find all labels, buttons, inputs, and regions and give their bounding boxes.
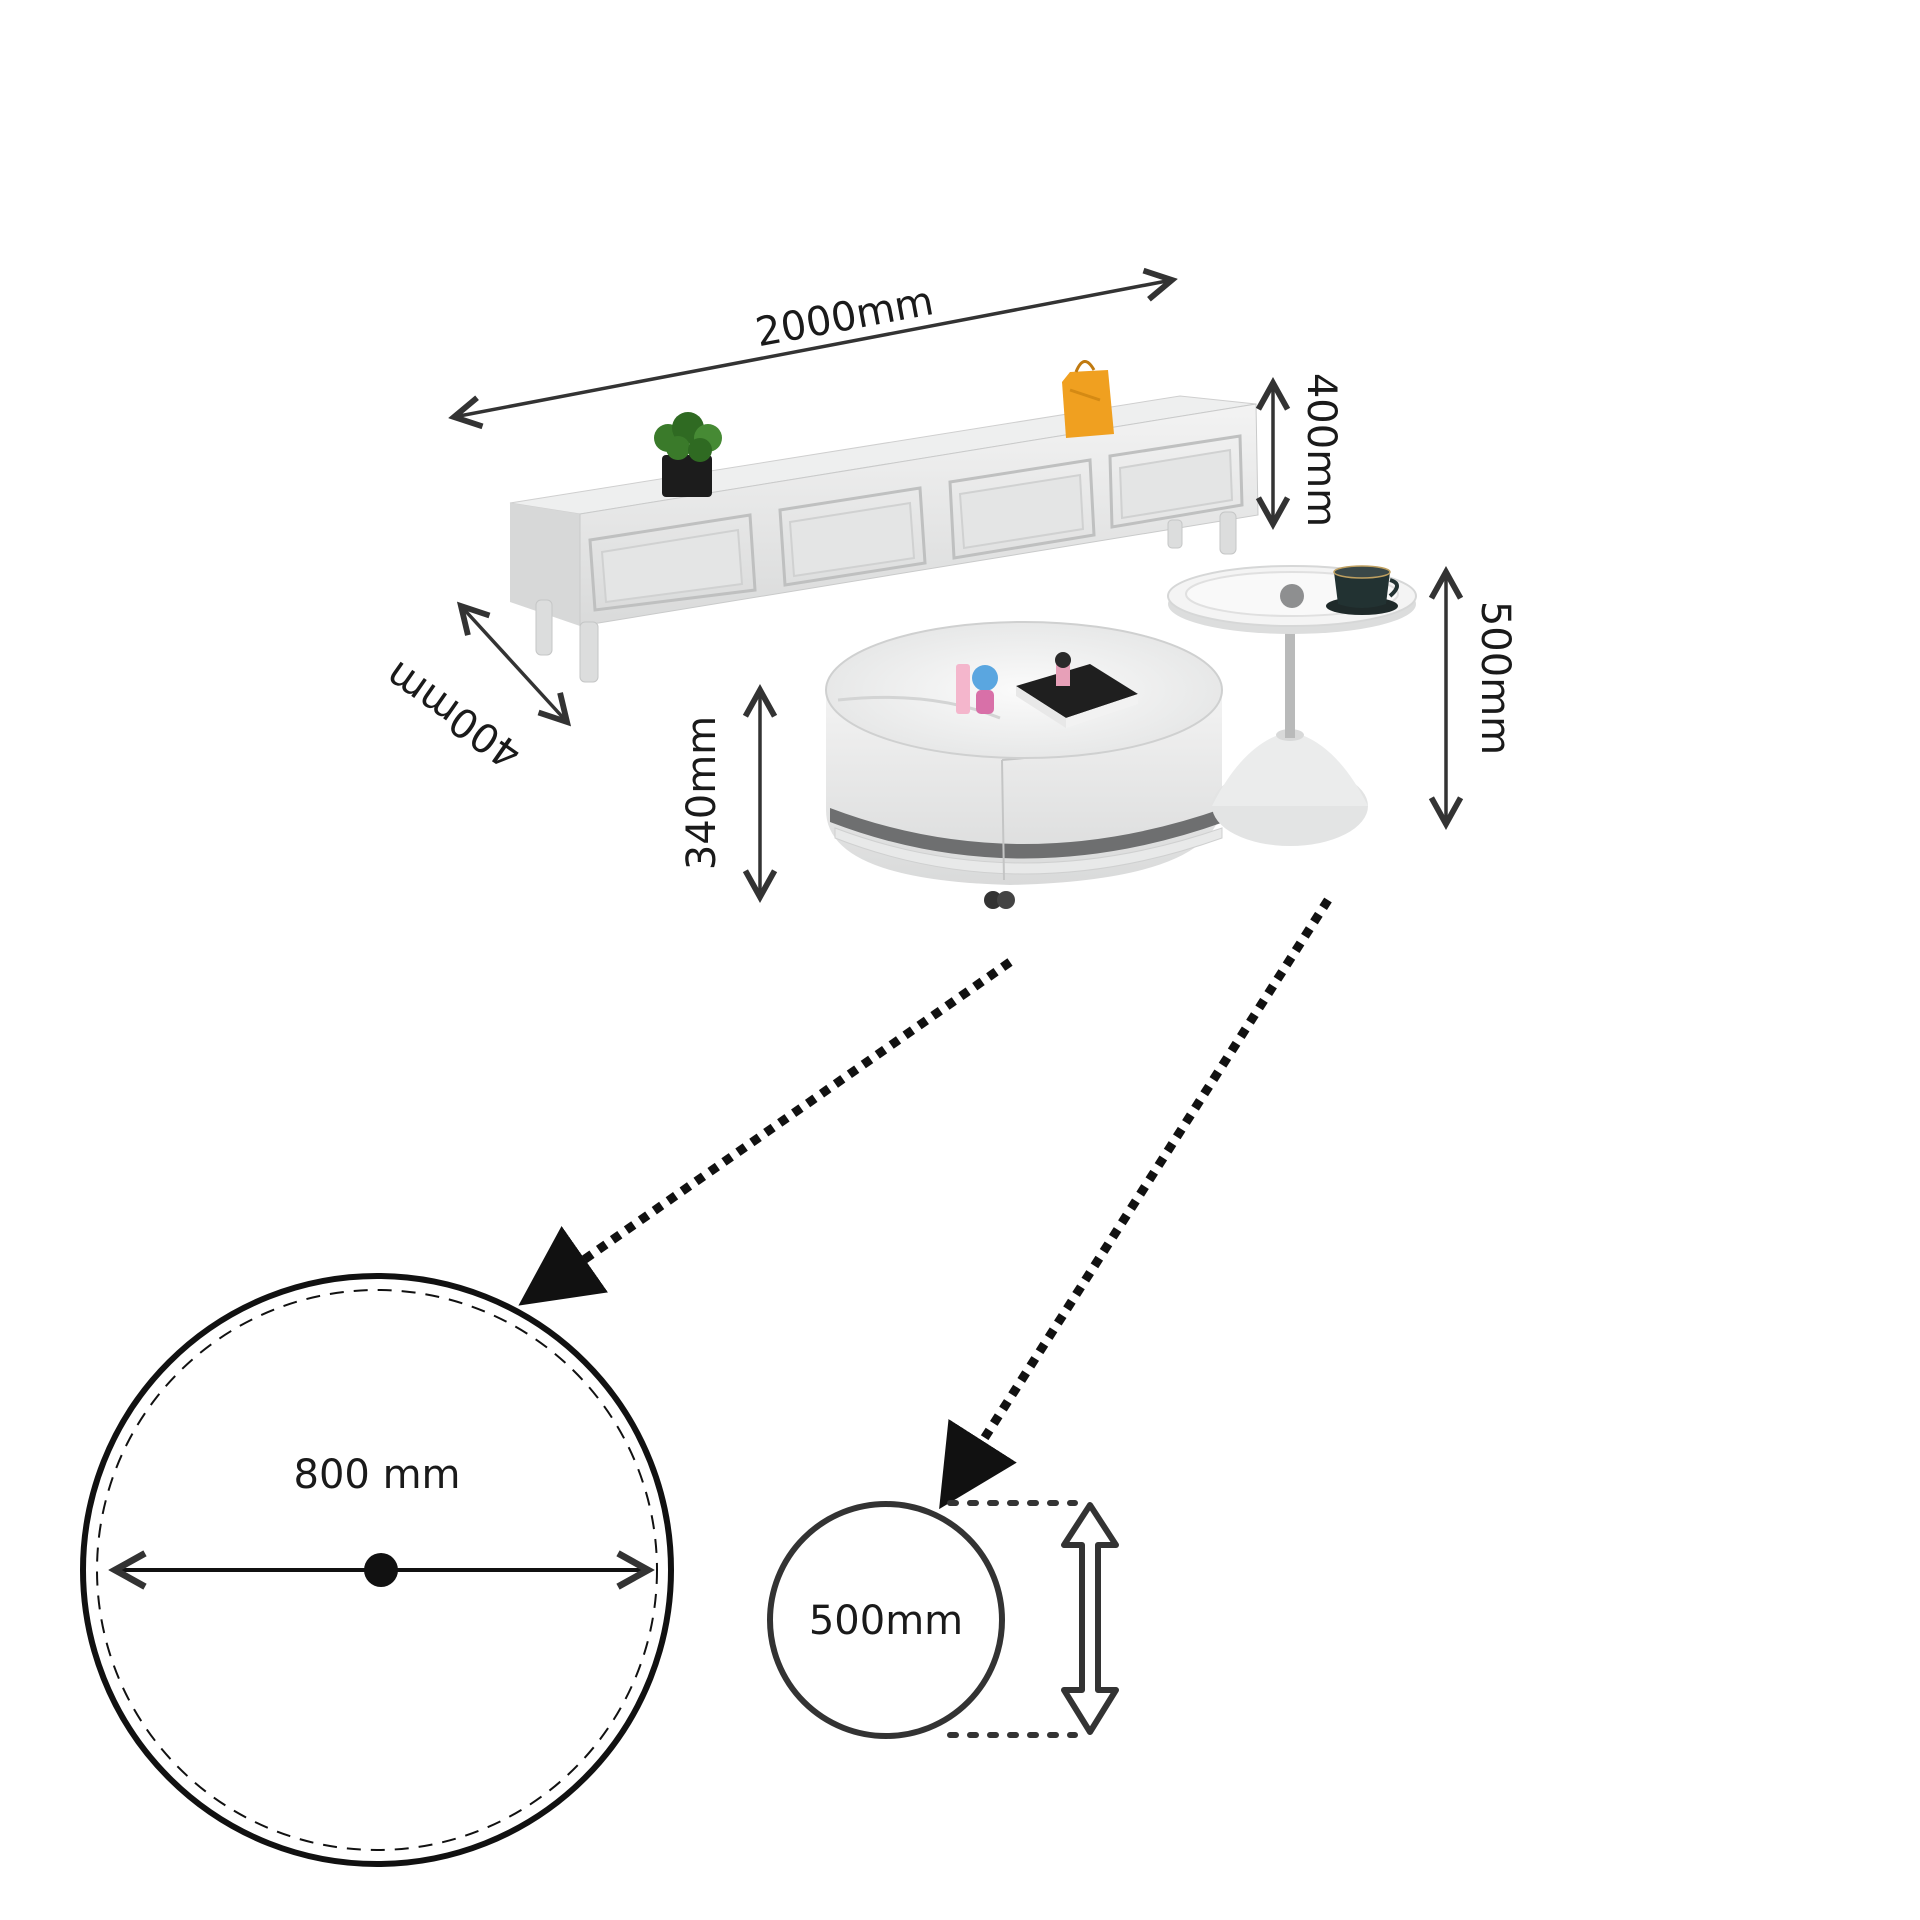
pointer-arrows bbox=[518, 897, 1332, 1510]
figurine-icon bbox=[956, 664, 998, 714]
side-table-diameter-arrow bbox=[1061, 1502, 1119, 1735]
book-icon bbox=[1016, 652, 1138, 728]
side-table bbox=[1167, 565, 1417, 846]
side-table-top-view bbox=[767, 1500, 1119, 1739]
coffee-table-diameter-label: 800 mm bbox=[294, 1452, 461, 1498]
coffee-cup-icon bbox=[1326, 565, 1399, 615]
dimension-arrows bbox=[454, 280, 1446, 897]
tv-stand-width-label: 2000mm bbox=[752, 278, 937, 356]
coffee-table-top-view bbox=[80, 1273, 674, 1867]
coffee-table bbox=[825, 621, 1224, 909]
side-table-height-label: 500mm bbox=[1472, 601, 1518, 755]
tv-stand bbox=[509, 360, 1259, 683]
tv-stand-depth-label: 400mm bbox=[377, 652, 530, 778]
tv-stand-height-label: 400mm bbox=[1298, 373, 1344, 527]
drawer-panels bbox=[588, 434, 1244, 612]
shopping-bag-icon bbox=[1062, 360, 1114, 438]
coffee-table-height-label: 340mm bbox=[679, 716, 725, 870]
caster-wheel-icon bbox=[984, 891, 1015, 909]
plant-pot-icon bbox=[654, 412, 722, 497]
side-table-diameter-label: 500mm bbox=[809, 1598, 963, 1644]
